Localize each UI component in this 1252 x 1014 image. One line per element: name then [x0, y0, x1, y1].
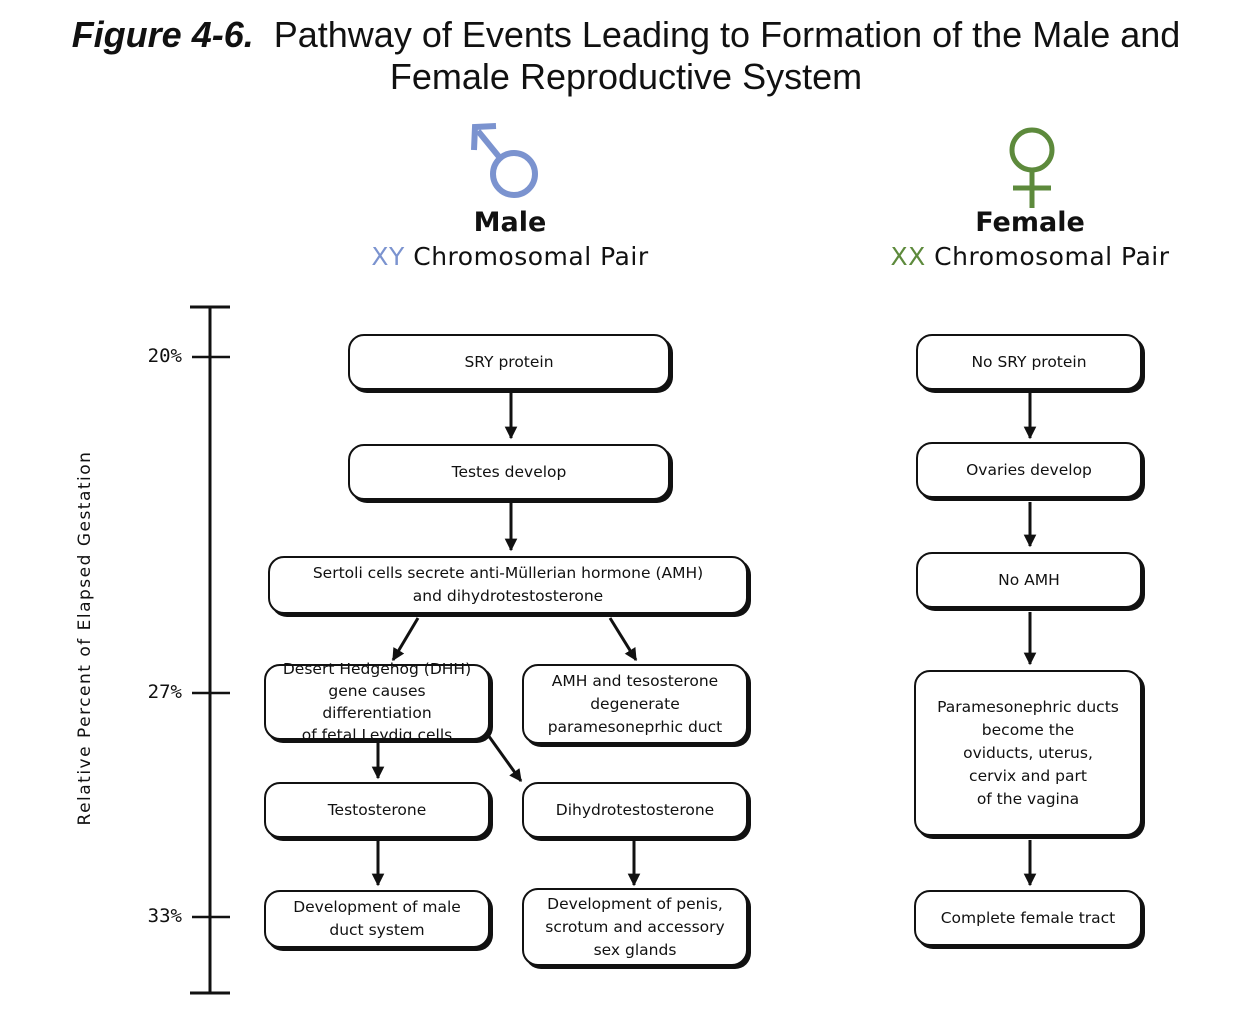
timeline-axis-label: Relative Percent of Elapsed Gestation — [75, 450, 95, 826]
tick-27-label: 27% — [147, 681, 182, 703]
box-penis-development: Development of penis, scrotum and access… — [522, 888, 748, 966]
box-testes-develop: Testes develop — [348, 444, 670, 500]
box-para-line-5: of the vagina — [976, 789, 1080, 808]
box-penis-line-2: scrotum and accessory — [545, 917, 725, 936]
box-sertoli-line-2: and dihydrotestosterone — [412, 587, 604, 605]
tick-20-label: 20% — [147, 345, 182, 367]
box-amh-testosterone: AMH and tesosterone degenerate parameson… — [522, 664, 748, 744]
box-sry-protein: SRY protein — [348, 334, 670, 390]
box-complete-female-tract: Complete female tract — [914, 890, 1142, 946]
box-male-duct-line-2: duct system — [329, 921, 425, 939]
box-paramesonephric-ducts: Paramesonephric ducts become the oviduct… — [914, 670, 1142, 836]
figure-label: Figure 4-6. — [71, 14, 254, 55]
male-chromosome-code: XY — [371, 242, 405, 271]
male-symbol-icon — [471, 123, 538, 198]
male-heading: Male XY Chromosomal Pair — [330, 206, 690, 274]
arrow-dhh-to-dihydro — [486, 734, 523, 783]
box-ovaries-text: Ovaries develop — [966, 460, 1092, 479]
tick-33-label: 33% — [147, 905, 182, 927]
box-dhh-line-2: gene causes differentiation — [322, 682, 432, 722]
arrow-sertoli-to-dhh — [391, 617, 420, 662]
timeline-axis — [190, 305, 230, 995]
box-amh-line-2: degenerate — [590, 694, 680, 713]
title-line-2: Female Reproductive System — [389, 56, 863, 97]
box-no-sry-text: No SRY protein — [971, 352, 1087, 371]
female-symbol-icon — [1009, 127, 1055, 208]
box-male-duct-line-1: Development of male — [293, 898, 461, 916]
box-complete-text: Complete female tract — [940, 908, 1116, 927]
box-no-sry-protein: No SRY protein — [916, 334, 1142, 390]
box-para-line-2: become the — [981, 720, 1075, 739]
female-chromosome-text: Chromosomal Pair — [934, 242, 1170, 271]
male-chromosome-text: Chromosomal Pair — [413, 242, 649, 271]
box-testosterone: Testosterone — [264, 782, 490, 838]
female-chromosome-code: XX — [890, 242, 926, 271]
box-para-line-4: cervix and part — [969, 766, 1087, 785]
box-testosterone-text: Testosterone — [327, 800, 427, 819]
box-no-amh: No AMH — [916, 552, 1142, 608]
male-label: Male — [473, 207, 547, 238]
female-label: Female — [975, 207, 1085, 238]
box-amh-line-1: AMH and tesosterone — [551, 671, 719, 690]
box-ovaries-develop: Ovaries develop — [916, 442, 1142, 498]
box-desert-hedgehog: Desert Hedgehog (DHH) gene causes differ… — [264, 660, 490, 744]
box-testes-develop-text: Testes develop — [451, 462, 567, 481]
box-sry-protein-text: SRY protein — [464, 352, 554, 371]
title-line-1: Pathway of Events Leading to Formation o… — [273, 14, 1181, 55]
male-chromosome-pair: XY Chromosomal Pair — [330, 240, 690, 274]
box-para-line-1: Paramesonephric ducts — [937, 697, 1119, 716]
arrow-sertoli-to-amh — [608, 617, 638, 662]
box-dihydro-text: Dihydrotestosterone — [555, 800, 715, 819]
box-male-duct-system: Development of male duct system — [264, 890, 490, 948]
box-sertoli-line-1: Sertoli cells secrete anti-Müllerian hor… — [312, 564, 704, 582]
female-chromosome-pair: XX Chromosomal Pair — [850, 240, 1210, 274]
box-dihydrotestosterone: Dihydrotestosterone — [522, 782, 748, 838]
box-dhh-line-1: Desert Hedgehog (DHH) — [282, 660, 472, 678]
box-sertoli-cells: Sertoli cells secrete anti-Müllerian hor… — [268, 556, 748, 614]
box-para-line-3: oviducts, uterus, — [963, 743, 1093, 762]
box-penis-line-3: sex glands — [593, 940, 677, 959]
box-dhh-line-3: of fetal Leydig cells — [301, 726, 453, 744]
box-penis-line-1: Development of penis, — [547, 894, 723, 913]
female-heading: Female XX Chromosomal Pair — [850, 206, 1210, 274]
box-no-amh-text: No AMH — [998, 570, 1060, 589]
figure-title: Figure 4-6. Pathway of Events Leading to… — [0, 14, 1252, 98]
box-amh-line-3: paramesoneprhic duct — [547, 717, 723, 736]
